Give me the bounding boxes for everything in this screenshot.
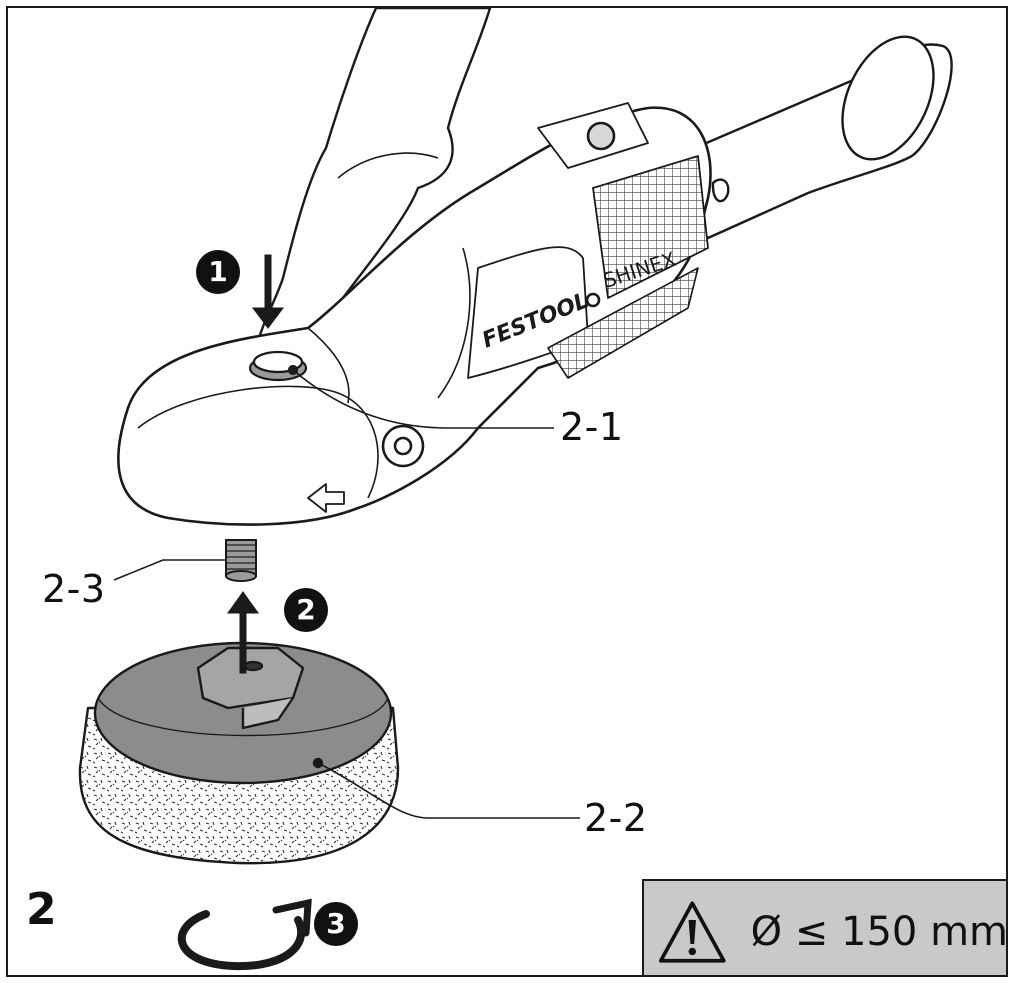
callout-spindle-lock: 2-1 — [560, 405, 624, 449]
tool-body — [117, 102, 712, 526]
step-3-marker: 3 — [314, 902, 358, 946]
rotation-arrow — [177, 898, 312, 971]
polisher-illustration: FESTOOL SHINEX — [78, 8, 953, 971]
spindle-lock-button — [248, 350, 308, 382]
spindle-thread — [225, 539, 257, 582]
figure-frame: FESTOOL SHINEX — [6, 6, 1008, 977]
step-2-marker: 2 — [284, 588, 328, 632]
callout-polishing-pad: 2-2 — [584, 796, 648, 840]
leader-lines — [113, 369, 580, 819]
polishing-pad — [78, 641, 400, 865]
step-1-marker: 1 — [196, 250, 240, 294]
figure-number: 2 — [26, 884, 57, 935]
warning-box: Ø ≤ 150 mm — [642, 879, 1008, 975]
lift-arrow — [227, 591, 259, 674]
pad-diameter-spec: Ø ≤ 150 mm — [750, 909, 1008, 955]
callout-spindle-thread: 2-3 — [42, 567, 106, 611]
press-arrow — [252, 254, 284, 329]
tool-handle — [646, 35, 953, 240]
warning-triangle-icon — [658, 901, 726, 963]
